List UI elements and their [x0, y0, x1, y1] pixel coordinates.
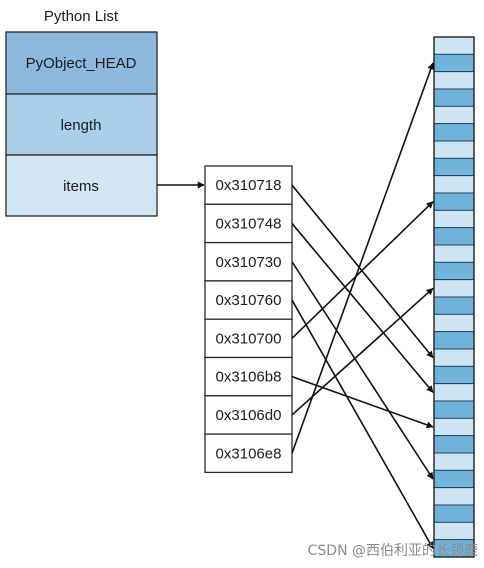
address-cell-box — [204, 433, 293, 474]
memory-slot — [433, 313, 475, 333]
memory-slot — [433, 521, 475, 541]
memory-slot — [433, 348, 475, 367]
address-cell-box — [204, 395, 293, 435]
memory-slot — [433, 365, 475, 385]
memory-block — [433, 36, 475, 558]
address-label: 0x310760 — [216, 292, 282, 309]
struct-field-length: length — [5, 93, 158, 156]
memory-slot — [433, 244, 475, 263]
memory-slot — [433, 209, 475, 229]
memory-slot — [433, 452, 475, 471]
memory-slot — [433, 140, 475, 159]
memory-slot — [433, 331, 475, 350]
struct-field-label: PyObject_HEAD — [26, 55, 137, 72]
address-cell: 0x310700 — [204, 318, 293, 359]
struct-field-items: items — [5, 154, 158, 217]
address-label: 0x310700 — [216, 330, 282, 347]
pointer-arrow — [291, 299, 434, 549]
address-cell: 0x310760 — [204, 280, 293, 320]
memory-slot — [433, 487, 475, 506]
address-cell: 0x310748 — [204, 203, 293, 244]
pointer-arrow — [291, 62, 435, 454]
memory-slot — [433, 36, 475, 55]
memory-block-outline — [433, 36, 475, 558]
address-cell-box — [204, 356, 293, 397]
memory-slot — [433, 192, 475, 211]
struct-field-box — [5, 31, 158, 95]
address-cell: 0x3106d0 — [204, 395, 293, 435]
memory-slot — [433, 105, 475, 125]
struct-field-pyobject-head: PyObject_HEAD — [5, 31, 158, 95]
address-cell: 0x310718 — [204, 165, 293, 205]
address-label: 0x3106e8 — [216, 445, 282, 462]
memory-slot — [433, 417, 475, 437]
address-label: 0x310718 — [216, 177, 282, 194]
memory-slot — [433, 383, 475, 402]
struct-field-box — [5, 93, 158, 156]
address-cell: 0x310730 — [204, 241, 293, 282]
pointer-arrow — [291, 287, 434, 416]
memory-slot — [433, 175, 475, 194]
memory-slot — [433, 71, 475, 90]
memory-slot — [433, 227, 475, 246]
pointer-arrow — [291, 201, 434, 339]
memory-slot — [433, 123, 475, 142]
memory-slot — [433, 279, 475, 298]
memory-slot — [433, 261, 475, 281]
python-list-struct: PyObject_HEAD length items — [5, 31, 158, 217]
memory-slot — [433, 157, 475, 177]
memory-slot — [433, 435, 475, 454]
memory-slot — [433, 400, 475, 419]
address-cell: 0x3106e8 — [204, 433, 293, 474]
struct-field-box — [5, 154, 158, 217]
watermark: CSDN @西伯利亚的长颈鹿 — [308, 542, 478, 559]
address-label: 0x310748 — [216, 215, 282, 232]
address-array: 0x310718 0x310748 0x310730 0x310760 0x310700… — [204, 165, 293, 474]
pointer-links — [291, 62, 435, 549]
pointer-arrow — [291, 184, 434, 359]
address-label: 0x3106b8 — [216, 369, 282, 386]
memory-slot — [433, 296, 475, 315]
memory-slot — [433, 469, 475, 489]
address-cell: 0x3106b8 — [204, 356, 293, 397]
memory-slot — [433, 53, 475, 73]
pointer-arrow — [291, 375, 434, 429]
memory-slot — [433, 504, 475, 523]
address-label: 0x3106d0 — [216, 407, 282, 424]
struct-field-label: length — [61, 117, 102, 134]
struct-field-label: items — [63, 178, 99, 195]
diagram-title: Python List — [44, 8, 119, 25]
address-label: 0x310730 — [216, 254, 282, 271]
pointer-arrow — [291, 222, 434, 393]
memory-slot — [433, 88, 475, 107]
pointer-arrow — [291, 261, 434, 480]
